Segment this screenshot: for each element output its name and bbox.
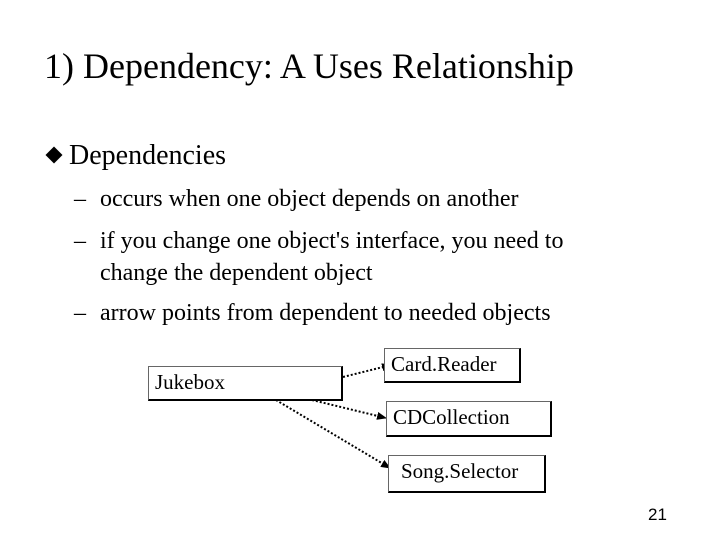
subpoint-2-text: if you change one object's interface, yo… [100, 228, 564, 254]
dash-bullet: – [74, 300, 86, 326]
subpoint-1-text: occurs when one object depends on anothe… [100, 186, 519, 212]
arrow-to-card-reader [342, 363, 392, 378]
card-reader-box: Card.Reader [384, 348, 521, 383]
song-selector-label: Song.Selector [401, 459, 519, 483]
jukebox-label: Jukebox [155, 370, 225, 394]
subpoint-3: –arrow points from dependent to needed o… [74, 298, 551, 328]
main-bullet: Dependencies [45, 138, 227, 174]
subpoint-2: –if you change one object's interface, y… [74, 226, 563, 256]
subpoint-3-text: arrow points from dependent to needed ob… [100, 300, 551, 326]
cd-collection-label: CDCollection [393, 405, 510, 429]
song-selector-box: Song.Selector [388, 455, 546, 493]
page-number: 21 [648, 505, 667, 524]
subpoint-2-continuation: change the dependent object [100, 260, 373, 286]
arrow-to-cd-collection [311, 399, 387, 420]
card-reader-label: Card.Reader [391, 352, 497, 376]
slide-title: 1) Dependency: A Uses Relationship [44, 46, 574, 86]
cd-collection-box: CDCollection [386, 401, 552, 437]
dash-bullet: – [74, 186, 86, 212]
jukebox-box: Jukebox [148, 366, 343, 401]
main-bullet-text: Dependencies [69, 140, 227, 171]
dash-bullet: – [74, 228, 86, 254]
arrow-to-song-selector [275, 399, 391, 469]
subpoint-1: –occurs when one object depends on anoth… [74, 184, 519, 214]
